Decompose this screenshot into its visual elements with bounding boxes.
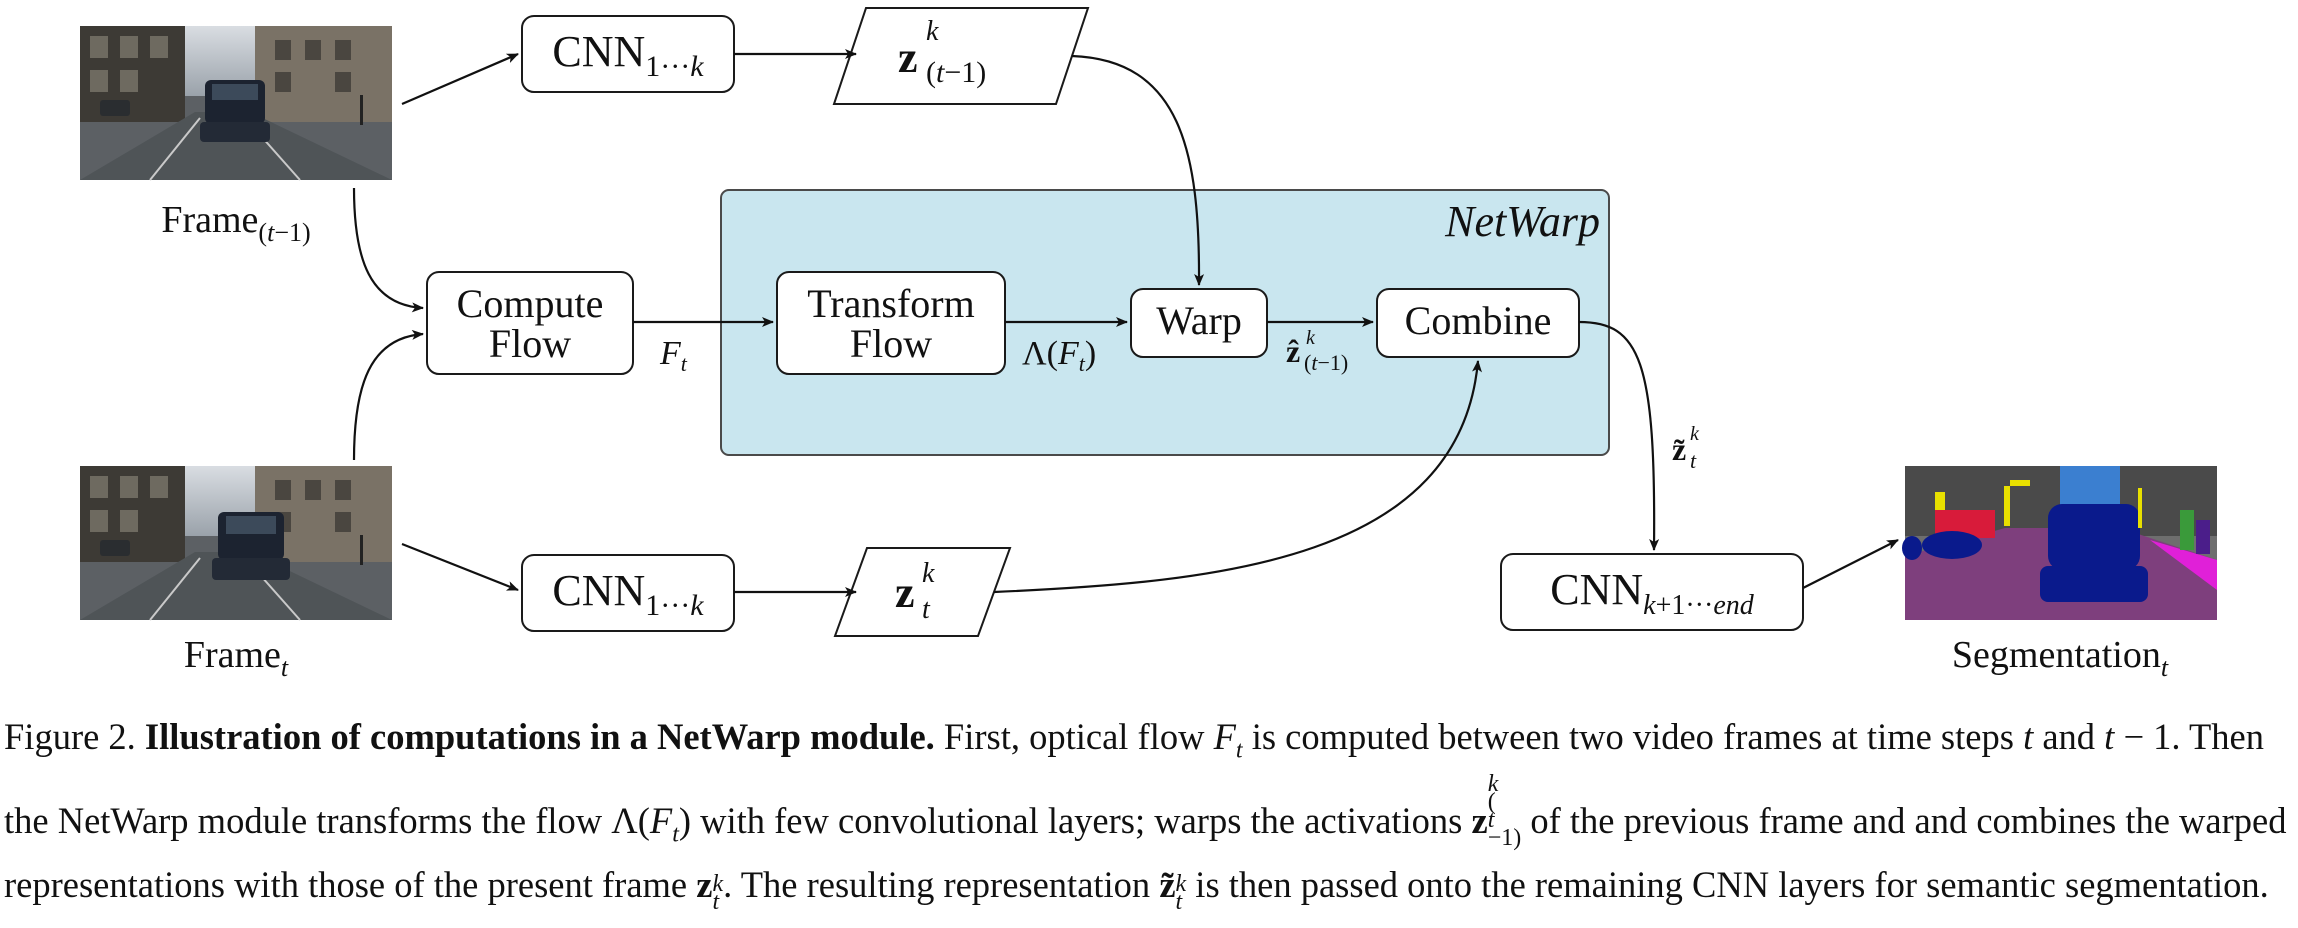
z-t-label: z — [895, 568, 915, 617]
cnn-end-box — [1500, 553, 1804, 631]
caption-title: Illustration of computations in a NetWar… — [144, 716, 935, 757]
netwarp-title: NetWarp — [1444, 197, 1600, 246]
ztilde-label: z̃ — [1672, 431, 1686, 467]
z-prev-label: z — [898, 33, 918, 82]
svg-text:(t−1): (t−1) — [926, 56, 986, 89]
svg-text:(t−1): (t−1) — [1304, 350, 1348, 375]
z-t-box — [833, 547, 1012, 637]
frame-prev-label: Frame(t−1) — [161, 199, 310, 247]
diagram-arrows — [352, 49, 1899, 597]
combine-label: Combine — [1405, 298, 1552, 343]
frame-curr-image — [80, 466, 392, 621]
frame-curr-label: Framet — [184, 634, 289, 682]
segmentation-image — [1902, 466, 2217, 620]
segmentation-label: Segmentationt — [1952, 634, 2169, 682]
figure-caption: Figure 2. Illustration of computations i… — [4, 716, 2287, 915]
flow-ft-label: Ft — [659, 335, 688, 376]
svg-text:t: t — [922, 594, 931, 625]
zhat-label: ẑ — [1286, 333, 1300, 369]
svg-text:k: k — [1306, 327, 1316, 349]
caption-prefix: Figure 2. — [4, 716, 145, 757]
z-prev-box — [832, 7, 1090, 105]
svg-text:t: t — [1690, 448, 1697, 473]
transform-flow-line1: Transform — [807, 281, 974, 326]
frame-prev-image — [80, 26, 392, 181]
svg-text:k: k — [926, 16, 939, 47]
lambda-label: Λ(Ft) — [1022, 335, 1096, 376]
warp-label: Warp — [1156, 298, 1242, 343]
svg-text:k: k — [1690, 423, 1700, 445]
compute-flow-line1: Compute — [457, 281, 604, 326]
netwarp-diagram: Frame(t−1) Framet NetWarp CNN1···k z k (… — [80, 7, 2217, 682]
transform-flow-line2: Flow — [850, 321, 932, 366]
compute-flow-line2: Flow — [489, 321, 571, 366]
svg-text:k: k — [922, 558, 935, 589]
